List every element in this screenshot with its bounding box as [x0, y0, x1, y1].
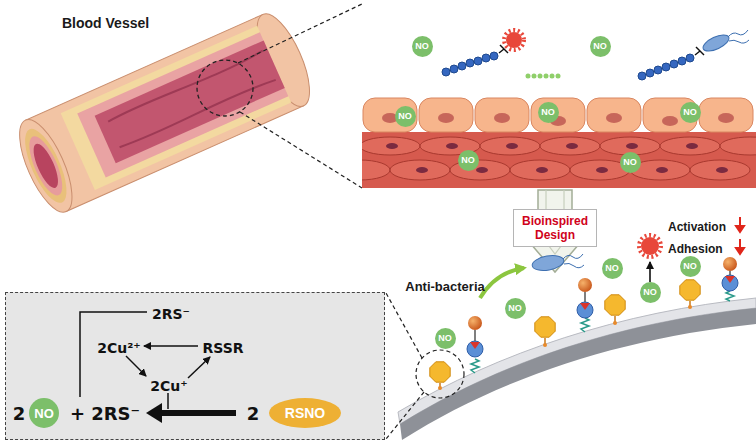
no-label: NO [438, 334, 452, 343]
effect-label: Activation [668, 220, 726, 234]
flagella [564, 263, 584, 267]
vessel-title-holder: Blood Vessel [62, 14, 149, 32]
reaction-term: + 2RS⁻ [70, 403, 140, 424]
reaction-term-holder: 2 [247, 404, 260, 424]
no-label: NO [683, 108, 697, 117]
rsno-label: RSNO [285, 406, 325, 420]
no-label: NO [683, 262, 697, 271]
reaction-term-holder: + 2RS⁻ [70, 404, 140, 424]
reaction-term-holder: 2RS⁻ [152, 305, 190, 323]
design-box: Bioinspired Design [513, 209, 597, 248]
zoom-line [386, 293, 422, 358]
no-label: NO [34, 407, 54, 420]
anti-bacteria-arrow [480, 268, 524, 298]
no-label: NO [541, 108, 555, 117]
no-bubble: NO [29, 398, 59, 428]
reaction-term: 2 [13, 403, 26, 424]
no-bubble: NO [458, 150, 479, 171]
no-bubble: NO [680, 256, 701, 277]
vessel-wall [362, 98, 756, 188]
no-bubble: NO [395, 106, 416, 127]
flagella [563, 254, 583, 259]
no-label: NO [415, 42, 429, 51]
effect-label: Adhesion [668, 242, 723, 256]
flagella [729, 40, 749, 43]
reaction-cycle [80, 312, 210, 409]
reaction-term-holder: RSSR [202, 339, 243, 357]
small-bacteria [526, 74, 561, 79]
no-bubble: NO [640, 282, 661, 303]
decrease-arrow [736, 217, 744, 254]
platelet [641, 237, 659, 255]
platelet-spikes [504, 30, 524, 50]
reaction-term: 2Cu²⁺ [97, 340, 141, 356]
bacterium [531, 253, 565, 272]
rsno-ellipse: RSNO [269, 398, 341, 428]
reaction-term: 2RS⁻ [152, 306, 190, 322]
design-label: Bioinspired Design [519, 214, 591, 243]
no-label: NO [398, 112, 412, 121]
reaction-term-holder: 2 [13, 404, 26, 424]
reaction-panel: 2RS⁻ 2Cu²⁺ RSSR 2Cu⁺ 2 + 2RS⁻ 2 NO RSNO [5, 292, 385, 440]
no-bubble: NO [590, 36, 611, 57]
vessel-title: Blood Vessel [62, 15, 149, 31]
no-label: NO [623, 158, 637, 167]
surface-edge [400, 308, 756, 440]
effect-label-holder: Activation [668, 217, 726, 235]
bacteria-chain [442, 52, 694, 80]
reaction-arrow [158, 410, 236, 416]
reaction-arrow-head [146, 403, 162, 423]
no-label: NO [593, 42, 607, 51]
no-bubble: NO [412, 36, 433, 57]
platelet-spikes [639, 235, 661, 257]
flagella [728, 30, 748, 37]
effect-label-holder: Adhesion [668, 239, 723, 257]
reaction-term-holder: 2Cu⁺ [150, 377, 187, 395]
no-bubble: NO [505, 298, 526, 319]
no-bubble: NO [538, 102, 559, 123]
heparin-octagon [430, 280, 700, 390]
effect-label: Anti-bacteria [405, 279, 484, 294]
reaction-term: 2Cu⁺ [150, 378, 187, 394]
no-label: NO [643, 288, 657, 297]
repel-arrow [649, 262, 651, 282]
zoom-circle [416, 350, 464, 398]
effect-label-holder: Anti-bacteria [405, 277, 484, 295]
no-bubble: NO [680, 102, 701, 123]
no-bubble: NO [602, 258, 623, 279]
zoom-line [386, 392, 424, 439]
reaction-term: 2 [247, 403, 260, 424]
rod-bacterium [701, 32, 731, 55]
no-bubble: NO [620, 152, 641, 173]
no-label: NO [461, 156, 475, 165]
platelet [506, 32, 522, 48]
reaction-term: RSSR [202, 340, 243, 356]
blood-vessel [9, 7, 320, 219]
no-bubble: NO [435, 328, 456, 349]
no-label: NO [605, 264, 619, 273]
no-label: NO [508, 304, 522, 313]
reaction-ground [5, 292, 385, 440]
reaction-term-holder: 2Cu²⁺ [97, 339, 141, 357]
